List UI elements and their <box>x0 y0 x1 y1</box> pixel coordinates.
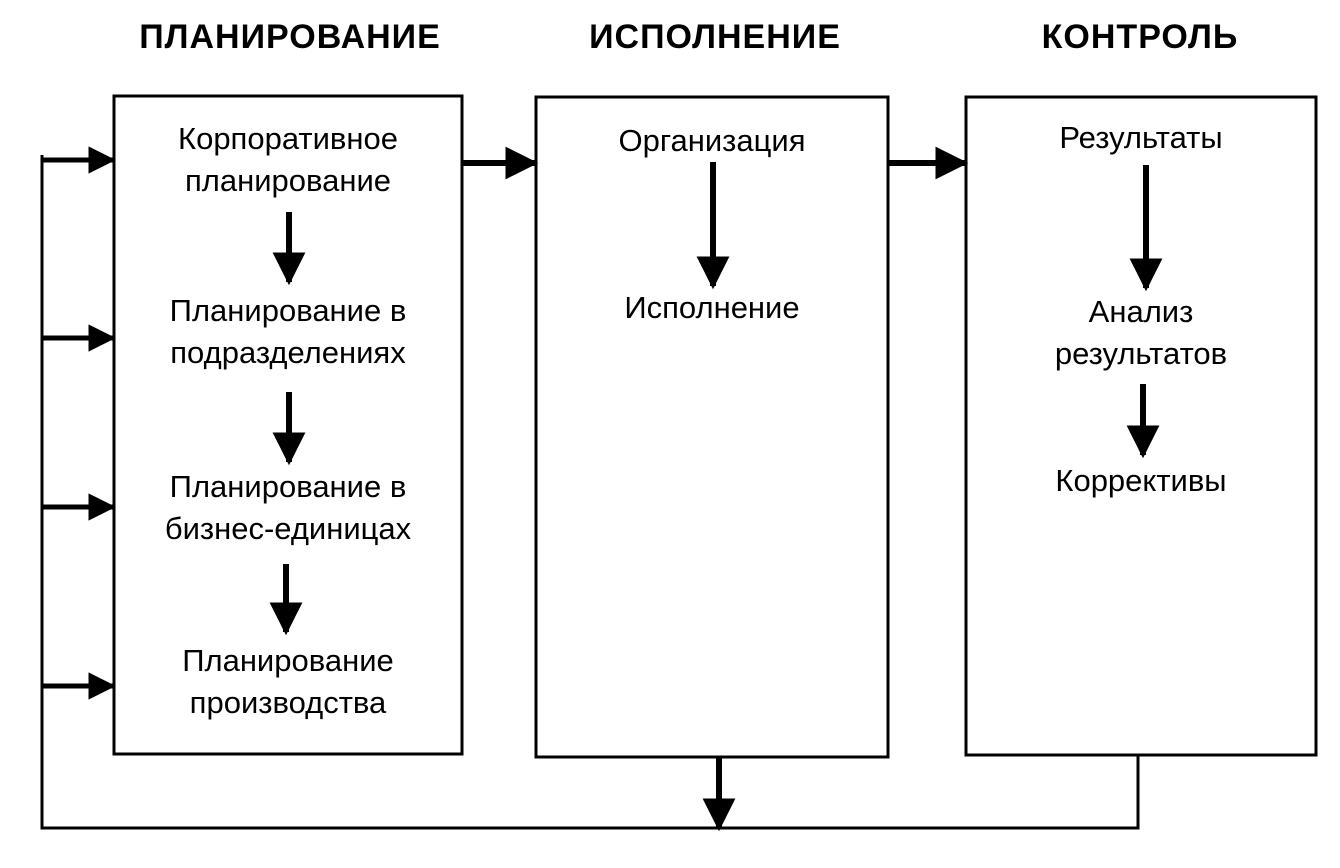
planning-step-business-units-line1: Планирование в <box>169 469 407 504</box>
execution-box <box>534 95 890 759</box>
planning-step-production-line2: производства <box>189 685 387 720</box>
heading-control: КОНТРОЛЬ <box>1041 18 1239 56</box>
planning-step-business-units: Планирование в бизнес-единицах <box>114 466 462 550</box>
planning-step-divisions-line2: подразделениях <box>170 335 406 370</box>
planning-step-corporate-line1: Корпоративное <box>178 121 398 156</box>
control-step-corrections: Коррективы <box>966 460 1316 502</box>
control-step-analysis-line1: Анализ <box>1088 294 1194 329</box>
execution-step-execution-line1: Исполнение <box>624 290 800 325</box>
planning-step-divisions: Планирование в подразделениях <box>114 290 462 374</box>
heading-planning: ПЛАНИРОВАНИЕ <box>139 18 441 56</box>
planning-step-corporate-line2: планирование <box>184 163 392 198</box>
planning-box <box>112 94 464 756</box>
control-step-results: Результаты <box>966 117 1316 159</box>
planning-step-business-units-line2: бизнес-единицах <box>164 511 412 546</box>
execution-step-execution: Исполнение <box>536 287 888 329</box>
heading-execution: ИСПОЛНЕНИЕ <box>589 18 841 56</box>
feedback-loop-line <box>40 155 1140 830</box>
planning-step-production-line1: Планирование <box>182 643 394 678</box>
execution-step-organization: Организация <box>536 120 888 162</box>
control-step-results-line1: Результаты <box>1059 120 1223 155</box>
control-step-analysis-line2: результатов <box>1054 336 1228 371</box>
execution-step-organization-line1: Организация <box>618 123 806 158</box>
control-step-analysis: Анализ результатов <box>966 291 1316 375</box>
control-box <box>964 95 1318 757</box>
planning-step-production: Планирование производства <box>114 640 462 724</box>
control-step-corrections-line1: Коррективы <box>1055 463 1227 498</box>
planning-step-corporate: Корпоративное планирование <box>114 118 462 202</box>
planning-step-divisions-line1: Планирование в <box>169 293 407 328</box>
